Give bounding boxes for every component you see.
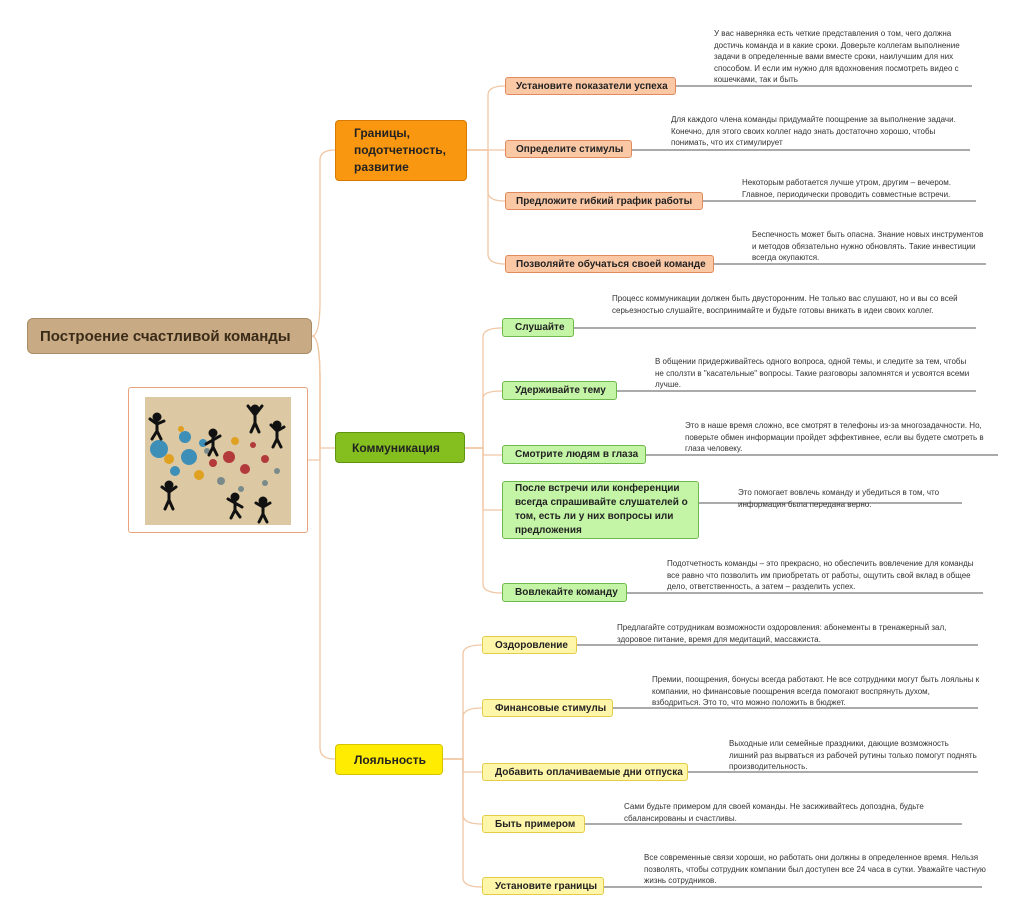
topic-label: Предложите гибкий график работы bbox=[516, 195, 693, 207]
note-listen: Процесс коммуникации должен быть двустор… bbox=[612, 294, 958, 315]
topic-label: Слушайте bbox=[515, 322, 565, 333]
teamwork-image-frame bbox=[128, 387, 308, 533]
topic-label: После встречи или конференции всегда спр… bbox=[515, 483, 688, 536]
topic-label: Добавить оплачиваемые дни отпуска bbox=[495, 766, 683, 778]
note-paid-leave: Выходные или семейные праздники, дающие … bbox=[729, 739, 977, 771]
branch-boundaries[interactable]: Границы, подотчетность, развитие bbox=[335, 120, 467, 181]
branch-label: Лояльность bbox=[354, 752, 426, 767]
topic-ask-questions[interactable]: После встречи или конференции всегда спр… bbox=[502, 481, 699, 539]
topic-label: Смотрите людям в глаза bbox=[515, 449, 639, 460]
topic-label: Финансовые стимулы bbox=[495, 702, 607, 714]
topic-label: Оздоровление bbox=[495, 639, 568, 651]
topic-label: Позволяйте обучаться своей команде bbox=[516, 258, 706, 270]
topic-incentives[interactable]: Определите стимулы bbox=[505, 140, 632, 158]
topic-label: Определите стимулы bbox=[516, 143, 624, 155]
note-financial-incentives: Премии, поощрения, бонусы всегда работаю… bbox=[652, 675, 980, 707]
note-training: Беспечность может быть опасна. Знание но… bbox=[752, 230, 984, 262]
topic-paid-leave[interactable]: Добавить оплачиваемые дни отпуска bbox=[482, 763, 688, 781]
note-be-example: Сами будьте примером для своей команды. … bbox=[624, 802, 924, 823]
branch-label: Границы, подотчетность, развитие bbox=[354, 126, 446, 174]
branch-loyalty[interactable]: Лояльность bbox=[335, 744, 443, 775]
root-label: Построение счастливой команды bbox=[40, 327, 291, 345]
note-success-metrics: У вас наверняка есть четкие представлени… bbox=[714, 29, 960, 84]
topic-label: Установите показатели успеха bbox=[516, 80, 668, 92]
topic-training[interactable]: Позволяйте обучаться своей команде bbox=[505, 255, 714, 273]
teamwork-gears-icon bbox=[145, 397, 291, 525]
topic-label: Удерживайте тему bbox=[515, 385, 606, 396]
topic-wellness[interactable]: Оздоровление bbox=[482, 636, 577, 654]
topic-success-metrics[interactable]: Установите показатели успеха bbox=[505, 77, 676, 95]
topic-listen[interactable]: Слушайте bbox=[502, 318, 574, 337]
topic-be-example[interactable]: Быть примером bbox=[482, 815, 585, 833]
note-incentives: Для каждого члена команды придумайте поо… bbox=[671, 115, 956, 147]
branch-communication[interactable]: Коммуникация bbox=[335, 432, 465, 463]
topic-set-boundaries[interactable]: Установите границы bbox=[482, 877, 604, 895]
root-node[interactable]: Построение счастливой команды bbox=[27, 318, 312, 354]
note-keep-topic: В общении придерживайтесь одного вопроса… bbox=[655, 357, 970, 389]
topic-label: Вовлекайте команду bbox=[515, 587, 618, 598]
topic-label: Установите границы bbox=[495, 880, 598, 892]
topic-keep-topic[interactable]: Удерживайте тему bbox=[502, 381, 617, 400]
note-wellness: Предлагайте сотрудникам возможности оздо… bbox=[617, 623, 947, 644]
topic-engage-team[interactable]: Вовлекайте команду bbox=[502, 583, 627, 602]
note-engage-team: Подотчетность команды – это прекрасно, н… bbox=[667, 559, 974, 591]
note-ask-questions: Это помогает вовлечь команду и убедиться… bbox=[738, 488, 940, 509]
note-eye-contact: Это в наше время сложно, все смотрят в т… bbox=[685, 421, 984, 453]
topic-financial-incentives[interactable]: Финансовые стимулы bbox=[482, 699, 613, 717]
note-set-boundaries: Все современные связи хороши, но работат… bbox=[644, 853, 986, 885]
topic-label: Быть примером bbox=[495, 818, 576, 830]
branch-label: Коммуникация bbox=[352, 440, 440, 455]
note-flexible-schedule: Некоторым работается лучше утром, другим… bbox=[742, 178, 951, 199]
topic-eye-contact[interactable]: Смотрите людям в глаза bbox=[502, 445, 646, 464]
topic-flexible-schedule[interactable]: Предложите гибкий график работы bbox=[505, 192, 703, 210]
